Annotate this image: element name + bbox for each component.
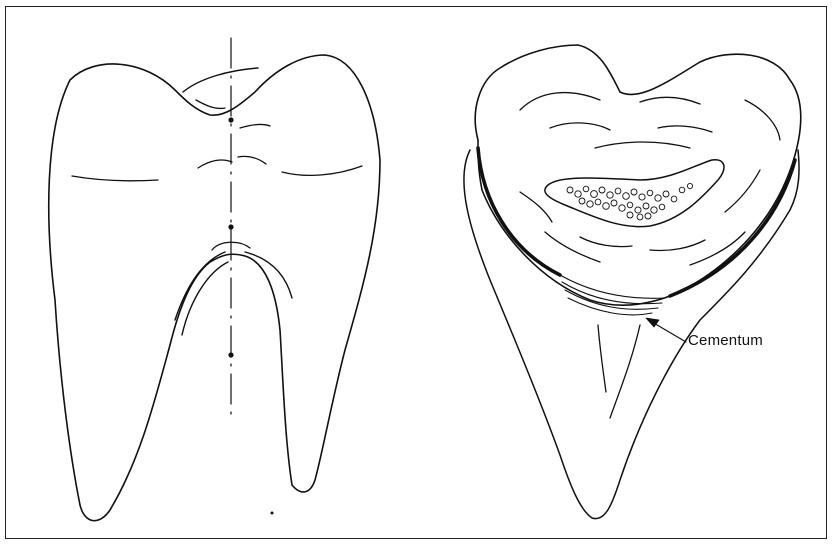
cementum-label: Cementum (688, 332, 763, 349)
ridge-7 (520, 192, 552, 222)
furcation-outer (175, 252, 225, 320)
crown-surface-outline (475, 45, 801, 305)
cervical-line-right (282, 166, 362, 175)
root-line-2 (610, 325, 640, 418)
ridge-3 (745, 100, 780, 140)
ridge-1 (520, 93, 600, 110)
pulp-outline (545, 160, 724, 227)
ridge-2 (640, 97, 700, 104)
ridge-4 (550, 123, 610, 130)
ridge-5 (658, 126, 712, 132)
ridge-6 (595, 142, 690, 148)
axis-point-middle (228, 224, 233, 229)
pulp-texture (567, 183, 693, 220)
axis-point-upper (228, 117, 233, 122)
cementum-layer-1 (560, 275, 665, 298)
root-line-1 (598, 325, 606, 392)
furcation-inner (182, 262, 228, 335)
cusp-line-2 (196, 100, 225, 108)
cervical-band-right (670, 160, 795, 296)
ridge-9 (650, 240, 705, 251)
ridge-11 (545, 232, 600, 262)
cementum-layer-2 (562, 282, 662, 304)
occlusal-mark-2 (198, 160, 232, 168)
occlusal-mark (240, 125, 270, 128)
cervical-line-left (72, 176, 158, 181)
molar-occlusal-view (464, 45, 801, 519)
ridge-10 (725, 170, 760, 212)
ridge-8 (580, 237, 632, 247)
cusp-line (183, 68, 258, 92)
axis-point-lower (228, 352, 233, 357)
occlusal-mark-3 (238, 156, 266, 164)
molar-side-view (49, 38, 380, 521)
cementum-layer-3 (565, 290, 658, 309)
stray-dot (271, 512, 274, 515)
ridge-12 (690, 232, 745, 265)
cervical-band (478, 148, 560, 275)
cementum-pointer-line (652, 322, 686, 342)
molar-outline (49, 55, 380, 521)
